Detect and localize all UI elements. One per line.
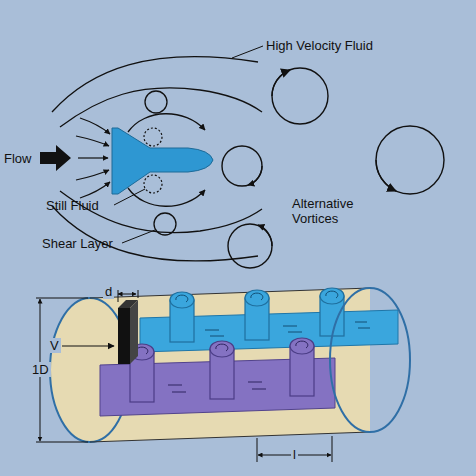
dimension-label: l <box>291 447 298 462</box>
dimension-lines <box>62 346 114 347</box>
dimension-lines <box>332 436 333 462</box>
blue-vortex-band <box>140 288 398 352</box>
shed-vortices <box>222 68 444 268</box>
shed-vortices <box>376 160 396 191</box>
shear-layer-circles <box>154 213 176 235</box>
velocity-label: V <box>48 338 61 353</box>
bluff-bar <box>130 300 138 364</box>
approach-arrows <box>76 118 110 198</box>
blue-vortex-band <box>170 292 194 308</box>
streamlines <box>52 57 262 261</box>
bluff-bar <box>118 300 138 364</box>
pipe-outlet <box>330 288 410 432</box>
shed-vortices <box>248 166 262 185</box>
purple-vortex-band <box>136 341 308 392</box>
shed-vortices <box>376 126 444 194</box>
blue-vortex-band <box>176 291 370 336</box>
shed-vortices <box>228 224 272 268</box>
purple-vortex-band <box>216 344 228 351</box>
still-fluid-circles <box>144 128 162 146</box>
bluff-body <box>112 128 213 194</box>
dimension-lines <box>138 290 139 298</box>
purple-vortex-band <box>168 382 266 392</box>
streamlines <box>52 206 258 261</box>
shear-layer-circles <box>145 91 167 113</box>
pipe-outline <box>90 288 370 442</box>
leader-lines <box>122 230 155 243</box>
dimension-lines <box>118 294 136 295</box>
dimension-lines <box>36 442 88 443</box>
region-label: Still Fluid <box>46 198 99 213</box>
approach-arrows <box>80 118 110 134</box>
dimension-label: 1D <box>30 362 51 377</box>
approach-arrows <box>80 182 110 198</box>
shear-layer-circles <box>145 91 176 235</box>
blue-vortex-band <box>251 293 263 300</box>
shed-vortices <box>258 225 272 246</box>
approach-arrows <box>76 170 109 180</box>
pipe-outline <box>90 432 370 442</box>
bluff-bar <box>118 308 130 364</box>
still-fluid-circles <box>144 128 162 193</box>
approach-arrows <box>76 136 109 146</box>
vortex-label: Alternative Vortices <box>292 196 376 226</box>
pipe-body <box>90 288 370 442</box>
dimension-lines <box>118 290 119 302</box>
region-label: Shear Layer <box>42 236 113 251</box>
flow-arrow <box>40 145 71 171</box>
shed-vortices <box>272 68 328 124</box>
purple-vortex-band <box>296 341 308 348</box>
streamlines <box>60 88 262 127</box>
pipe-outlet <box>330 288 410 432</box>
purple-vortex-band <box>130 338 314 402</box>
purple-vortex-band <box>210 341 234 357</box>
dimension-lines <box>257 438 258 462</box>
blue-vortex-band <box>170 288 344 342</box>
dimension-lines <box>36 298 88 299</box>
leader-lines <box>114 189 145 205</box>
shed-vortices <box>272 70 290 96</box>
purple-vortex-band <box>290 338 314 354</box>
flow-region-label: High Velocity Fluid <box>266 38 373 53</box>
dimension-label: d <box>103 284 114 299</box>
blue-vortex-band <box>320 288 344 304</box>
blue-vortex-band <box>326 291 338 298</box>
leader-lines <box>114 46 263 243</box>
streamlines <box>52 57 258 112</box>
blue-vortex-band <box>205 322 370 336</box>
blue-vortex-band <box>245 290 269 306</box>
approach-arrows <box>78 157 108 158</box>
shed-vortices <box>222 146 262 186</box>
flow-label: Flow <box>4 151 31 166</box>
leader-lines <box>232 46 263 58</box>
blue-vortex-band <box>176 295 188 302</box>
dimension-lines <box>36 290 332 462</box>
streamlines <box>128 114 205 132</box>
streamlines <box>128 188 205 206</box>
still-fluid-circles <box>144 175 162 193</box>
